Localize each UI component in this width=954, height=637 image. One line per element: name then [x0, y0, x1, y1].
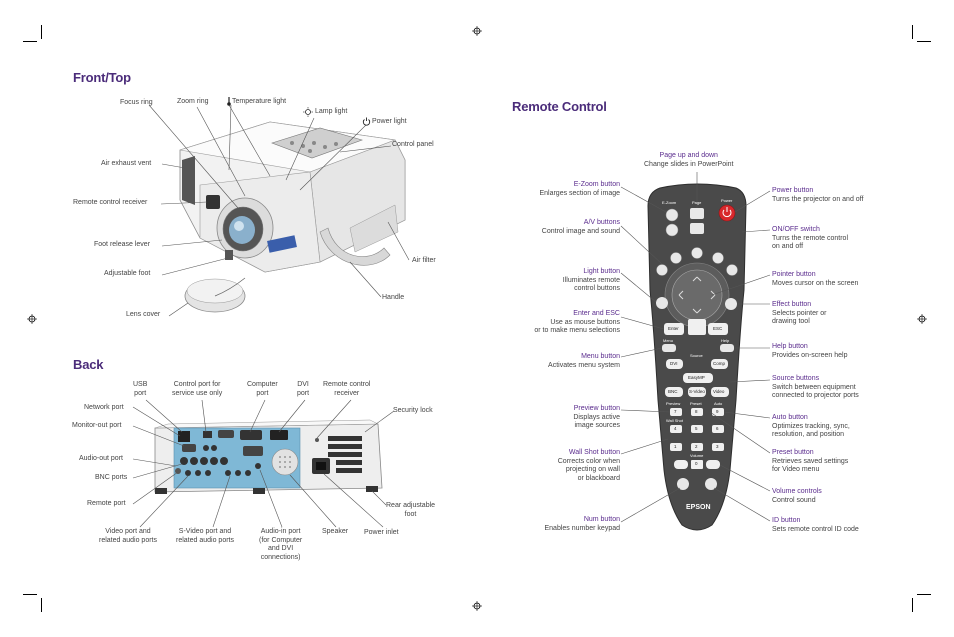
- dvi-button[interactable]: DVI: [670, 361, 678, 366]
- audio-out-port-label: Audio-out port: [79, 455, 123, 462]
- epson-logo: EPSON: [686, 504, 711, 511]
- front-top-title: Front/Top: [73, 70, 131, 85]
- control-panel-label: Control panel: [392, 141, 434, 148]
- lamp-icon: [303, 107, 313, 117]
- preview-caption: Preview: [666, 401, 681, 406]
- menu-button[interactable]: Menu: [663, 338, 674, 343]
- power-light-label: Power light: [372, 118, 407, 125]
- key-power-caption: Power: [721, 198, 733, 203]
- num-key-4[interactable]: 4: [674, 426, 677, 431]
- remote-receiver-label: Remote control receiver: [73, 199, 148, 206]
- num-key-5[interactable]: 5: [695, 426, 698, 431]
- esc-button[interactable]: ESC: [713, 326, 723, 331]
- speaker-label: Speaker: [322, 528, 349, 535]
- zoom-ring-label: Zoom ring: [177, 98, 209, 105]
- remote-title: Remote Control: [512, 99, 607, 114]
- lamp-light-label: Lamp light: [315, 108, 348, 115]
- foot-release-lever-label: Foot release lever: [94, 241, 151, 248]
- easymp-button[interactable]: EasyMP: [688, 375, 705, 380]
- num-key-3[interactable]: 3: [716, 444, 719, 449]
- num-key-9[interactable]: 9: [716, 409, 719, 414]
- svideo-button[interactable]: S-Video: [689, 389, 705, 394]
- handle-label: Handle: [382, 294, 405, 301]
- registration-mark-icon: [472, 26, 482, 36]
- enter-button[interactable]: Enter: [668, 326, 679, 331]
- video-button[interactable]: Video: [713, 389, 725, 394]
- registration-mark-icon: [27, 314, 37, 324]
- bnc-ports-label: BNC ports: [95, 474, 128, 481]
- num-key-7[interactable]: 7: [674, 409, 677, 414]
- source-caption: Source: [690, 353, 703, 358]
- registration-mark-icon: [917, 314, 927, 324]
- air-exhaust-vent-label: Air exhaust vent: [101, 160, 152, 167]
- key-page-caption: Page: [692, 200, 702, 205]
- remote-port-label: Remote port: [87, 500, 126, 507]
- num-key-8[interactable]: 8: [695, 409, 698, 414]
- power-inlet-label: Power inlet: [364, 529, 399, 536]
- bnc-button[interactable]: BNC: [668, 389, 678, 394]
- num-key-0[interactable]: 0: [695, 461, 698, 466]
- lens-cover-label: Lens cover: [126, 311, 161, 318]
- volume-caption: Volume: [690, 453, 704, 458]
- num-key-6[interactable]: 6: [716, 426, 719, 431]
- network-port-label: Network port: [84, 404, 124, 411]
- comp-button[interactable]: Comp: [713, 361, 726, 366]
- power-icon: [362, 117, 371, 126]
- air-filter-label: Air filter: [412, 257, 436, 264]
- auto-caption: Auto: [714, 401, 723, 406]
- wallshot-caption: Wall Shot: [666, 418, 683, 423]
- monitor-out-port-label: Monitor-out port: [72, 422, 122, 429]
- back-title: Back: [73, 357, 104, 372]
- preset-caption: Preset: [690, 401, 702, 406]
- key-ezoom-caption: E-Zoom: [662, 200, 677, 205]
- security-lock-label: Security lock: [393, 407, 433, 414]
- registration-mark-icon: [472, 601, 482, 611]
- thermometer-icon: [227, 97, 231, 106]
- help-button[interactable]: Help: [721, 338, 730, 343]
- temperature-light-label: Temperature light: [232, 98, 287, 105]
- focus-ring-label: Focus ring: [120, 99, 153, 106]
- num-key-1[interactable]: 1: [674, 444, 677, 449]
- adjustable-foot-label: Adjustable foot: [104, 270, 151, 277]
- num-key-2[interactable]: 2: [695, 444, 698, 449]
